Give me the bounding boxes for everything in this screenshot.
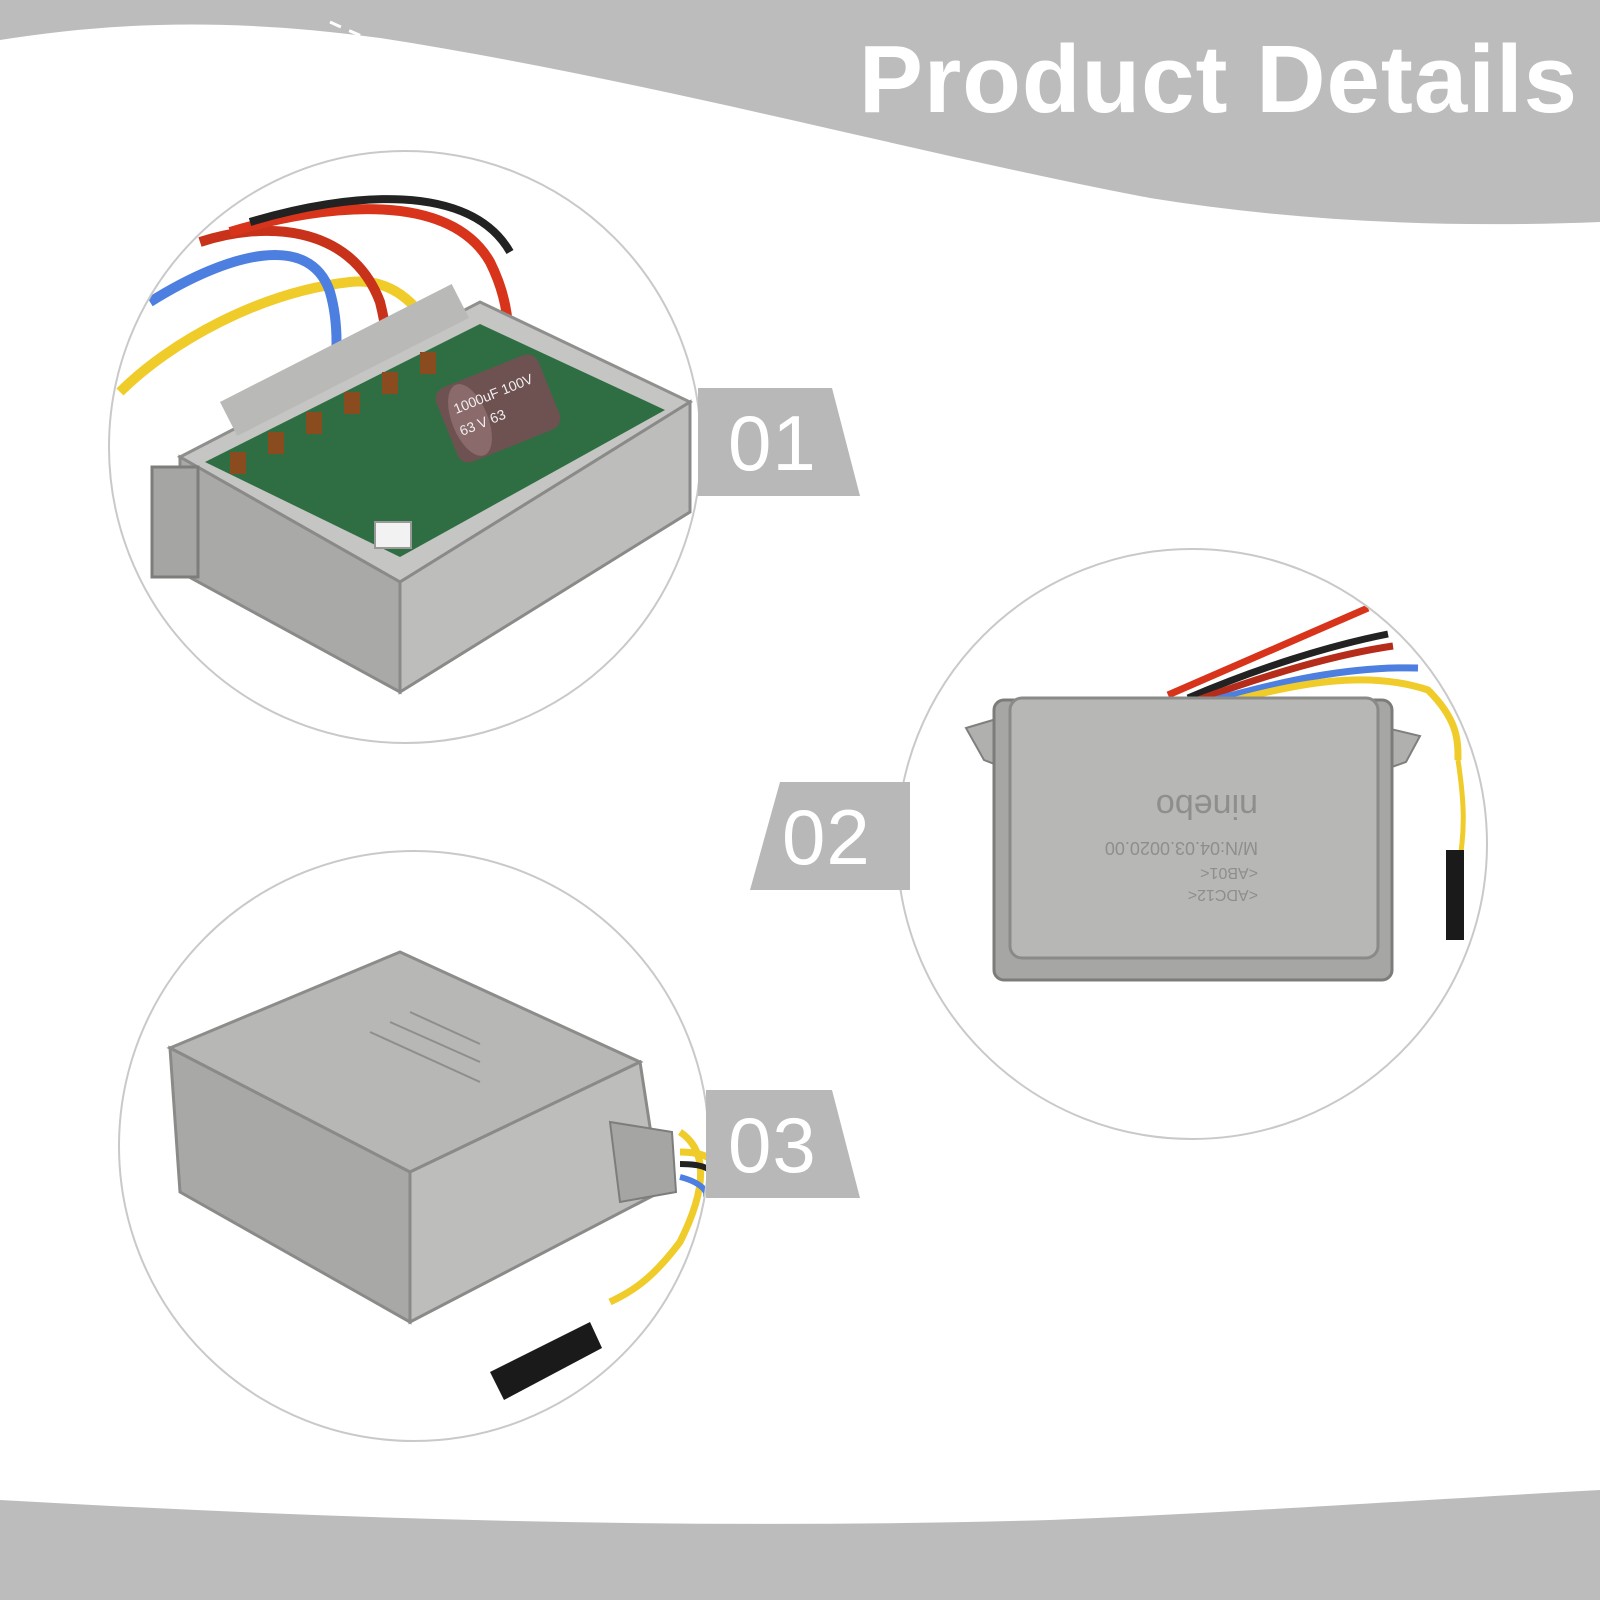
engraved-code-1: <AB01< — [1200, 864, 1258, 881]
engraved-brand: ninebo — [1156, 787, 1258, 825]
black-wire — [679, 1161, 708, 1174]
engraved-code-2: <ADC12< — [1188, 886, 1258, 903]
connector-socket — [374, 521, 412, 549]
top-gray-band — [0, 0, 1600, 225]
detail-number-01: 01 — [728, 399, 817, 487]
dashed-curve — [329, 20, 1181, 208]
mounting-tab — [150, 465, 200, 579]
red-wire-2 — [1196, 642, 1394, 704]
number-plate-02 — [750, 782, 910, 890]
controller-open-image: 1000uF 100V 63 V 63 — [116, 195, 694, 695]
plug-connector — [1446, 850, 1464, 940]
circuit-board — [205, 324, 665, 557]
number-plate-01 — [698, 388, 860, 496]
yellow-wire-2 — [679, 1148, 708, 1181]
number-plate-03 — [706, 1090, 860, 1198]
page-title: Product Details — [858, 26, 1578, 133]
red-wire — [1166, 604, 1370, 699]
detail-photo-03 — [118, 850, 710, 1442]
engraved-model: M/N:04.03.0020.00 — [1105, 838, 1258, 858]
black-wire — [1186, 630, 1389, 702]
detail-number-02: 02 — [782, 793, 871, 881]
housing-lid — [1008, 696, 1380, 960]
heatsink-strip — [220, 283, 469, 436]
engraved-text: ninebo M/N:04.03.0020.00 <AB01< <ADC12< — [1105, 787, 1258, 903]
blue-wire — [679, 1174, 708, 1200]
controller-side-image — [166, 950, 708, 1400]
detail-number-03: 03 — [728, 1101, 817, 1189]
bottom-gray-band — [0, 1490, 1600, 1600]
mounting-tab — [608, 1120, 678, 1204]
mosfet-row — [230, 352, 436, 474]
housing-side-face — [398, 399, 692, 695]
black-wire — [248, 195, 514, 255]
detail-photo-02: ninebo M/N:04.03.0020.00 <AB01< <ADC12< — [896, 548, 1488, 1140]
detail-photo-01: 1000uF 100V 63 V 63 — [108, 150, 702, 744]
side-engraving — [369, 1011, 481, 1083]
controller-bottom-image: ninebo M/N:04.03.0020.00 <AB01< <ADC12< — [964, 604, 1466, 982]
blue-wire — [1207, 664, 1419, 706]
plug-connector — [490, 1322, 602, 1400]
yellow-wire — [1217, 676, 1462, 761]
